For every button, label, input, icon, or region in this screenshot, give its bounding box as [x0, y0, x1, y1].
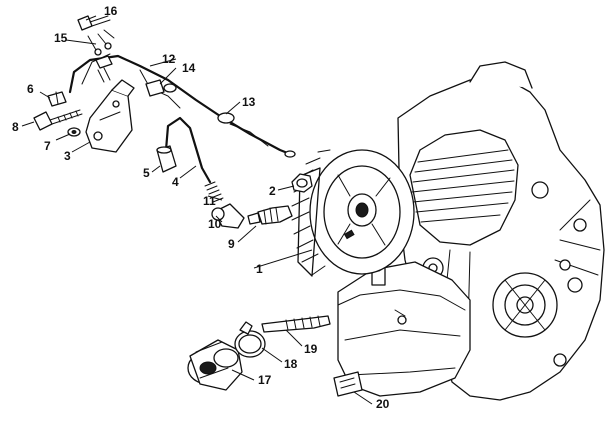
callout-13: 13 — [242, 95, 256, 109]
callout-11: 11 — [203, 194, 216, 208]
callout-labels: 1 2 3 4 5 6 7 8 9 10 11 12 13 14 15 16 1… — [12, 4, 390, 411]
callout-12: 12 — [162, 52, 176, 66]
callout-9: 9 — [228, 237, 235, 251]
impulse-hose — [261, 315, 331, 333]
callout-8: 8 — [12, 120, 19, 134]
wiring-harness — [68, 15, 296, 158]
callout-4: 4 — [172, 175, 179, 189]
ht-lead — [156, 116, 212, 184]
callout-18: 18 — [284, 357, 298, 371]
callout-7: 7 — [44, 139, 51, 153]
spark-plug — [247, 205, 293, 225]
callout-16: 16 — [104, 4, 118, 18]
flywheel-nut — [291, 173, 313, 193]
callout-6: 6 — [27, 82, 34, 96]
small-hardware — [33, 91, 83, 137]
callout-1: 1 — [256, 262, 263, 276]
hose-clamp — [234, 321, 266, 358]
decal-label — [333, 371, 363, 397]
ignition-module — [85, 79, 135, 153]
flywheel — [291, 149, 415, 277]
intake-manifold — [187, 339, 243, 391]
contact-spring — [204, 181, 224, 203]
callout-15: 15 — [54, 31, 68, 45]
callout-20: 20 — [376, 397, 390, 411]
callout-2: 2 — [269, 184, 276, 198]
callout-3: 3 — [64, 149, 71, 163]
leader-lines — [21, 15, 373, 405]
callout-14: 14 — [182, 61, 196, 75]
callout-10: 10 — [208, 217, 222, 231]
callout-17: 17 — [258, 373, 272, 387]
callout-5: 5 — [143, 166, 150, 180]
callout-19: 19 — [304, 342, 318, 356]
